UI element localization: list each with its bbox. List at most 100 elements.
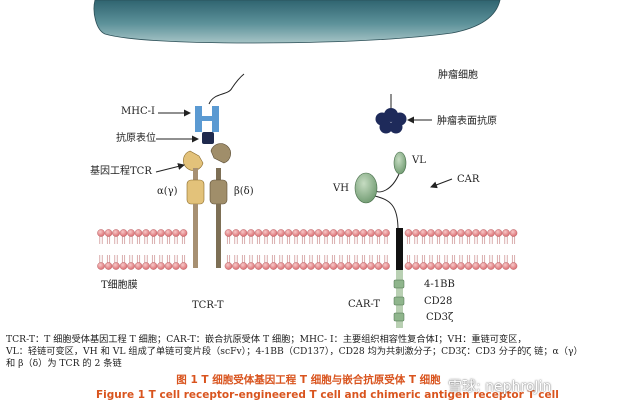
lipid-head [494, 229, 503, 237]
lipid-head [449, 229, 458, 237]
label-tumor-antigen: 肿瘤表面抗原 [437, 116, 497, 127]
lipid-head [254, 262, 263, 270]
lipid-head [284, 229, 293, 237]
lipid-head [412, 229, 420, 237]
mhc1-shape [195, 106, 219, 132]
lipid-head [352, 262, 360, 270]
lipid-head [329, 262, 338, 270]
lipid-head [434, 262, 443, 270]
lipid-head [149, 262, 158, 270]
lipid-head [494, 262, 503, 270]
label-cd28: CD28 [424, 296, 453, 307]
tumor-antigen-shape [375, 94, 407, 134]
lipid-head [277, 262, 285, 270]
lipid-head [382, 262, 390, 270]
lipid-head [427, 262, 435, 270]
lipid-head [119, 262, 128, 270]
lipid-head [149, 229, 158, 237]
lipid-head [464, 262, 473, 270]
lipid-head [307, 229, 315, 237]
lipid-head [359, 262, 368, 270]
lipid-head [479, 262, 488, 270]
lipid-head [232, 229, 240, 237]
lipid-head [172, 262, 180, 270]
lipid-head [127, 262, 135, 270]
lipid-head [299, 229, 308, 237]
lipid-head [104, 229, 113, 237]
lipid-head [502, 262, 510, 270]
lipid-head [509, 262, 518, 270]
lipid-head [262, 229, 270, 237]
lipid-head [292, 262, 300, 270]
figure-title-en: Figure 1 T cell receptor-engineered T ce… [96, 389, 559, 401]
lipid-head [382, 229, 390, 237]
lipid-head [157, 262, 165, 270]
label-engineered-tcr: 基因工程TCR [90, 166, 152, 177]
figure-note-line-3: 和 β（δ）为 TCR 的 2 条链 [6, 358, 122, 369]
lipid-head [292, 229, 300, 237]
lipid-head [97, 262, 105, 270]
label-vl: VL [412, 155, 426, 166]
lipid-head [247, 262, 255, 270]
lipid-head [464, 229, 473, 237]
label-vh: VH [333, 183, 349, 194]
lipid-head [427, 229, 435, 237]
lipid-head [164, 229, 173, 237]
lipid-head [419, 262, 428, 270]
lipid-head [322, 262, 330, 270]
label-epitope: 抗原表位 [116, 133, 156, 144]
lipid-head [344, 262, 353, 270]
lipid-head [314, 262, 323, 270]
lipid-head [352, 229, 360, 237]
lipid-head [487, 262, 495, 270]
lipid-head [442, 262, 450, 270]
lipid-head [247, 229, 255, 237]
lipid-head [269, 262, 278, 270]
lipid-head [472, 262, 480, 270]
lipid-head [142, 229, 150, 237]
mhc-tether [208, 73, 245, 105]
lipid-head [239, 262, 248, 270]
lipid-head [284, 262, 293, 270]
lipid-head [134, 229, 143, 237]
lipid-head [487, 229, 495, 237]
lipid-head [457, 262, 465, 270]
lipid-head [269, 229, 278, 237]
lipid-head [224, 262, 233, 270]
figure-note-line-1: TCR-T：T 细胞受体基因工程 T 细胞；CAR-T：嵌合抗原受体 T 细胞；… [6, 334, 527, 345]
lipid-head [119, 229, 128, 237]
lipid-head [359, 229, 368, 237]
lipid-head [172, 229, 180, 237]
label-tcr-t: TCR-T [192, 300, 224, 311]
lipid-head [457, 229, 465, 237]
lipid-head [374, 262, 383, 270]
lipid-head [112, 262, 120, 270]
lipid-head [314, 229, 323, 237]
arrow-tcr [155, 163, 185, 173]
label-mhc1: MHC-I [121, 106, 155, 117]
label-41bb: 4-1BB [424, 279, 455, 290]
tumor-cell [93, 0, 501, 44]
lipid-head [307, 262, 315, 270]
figure-note: TCR-T：T 细胞受体基因工程 T 细胞；CAR-T：嵌合抗原受体 T 细胞；… [6, 334, 612, 370]
lipid-head [142, 262, 150, 270]
lipid-head [337, 229, 345, 237]
tcr-shape [183, 143, 231, 268]
label-cd3z: CD3ζ [426, 312, 454, 323]
label-alpha-chain: α(γ) [157, 186, 178, 197]
lipid-head [434, 229, 443, 237]
lipid-head [502, 229, 510, 237]
car-shape [354, 151, 407, 328]
lipid-head [472, 229, 480, 237]
lipid-head [299, 262, 308, 270]
figure-title-cn: 图 1 T 细胞受体基因工程 T 细胞与嵌合抗原受体 T 细胞 [176, 374, 441, 386]
lipid-head [367, 262, 375, 270]
lipid-head [104, 262, 113, 270]
lipid-head [112, 229, 120, 237]
lipid-head [179, 262, 188, 270]
lipid-head [277, 229, 285, 237]
lipid-head [442, 229, 450, 237]
lipid-head [179, 229, 188, 237]
t-cell-membrane [97, 229, 518, 270]
